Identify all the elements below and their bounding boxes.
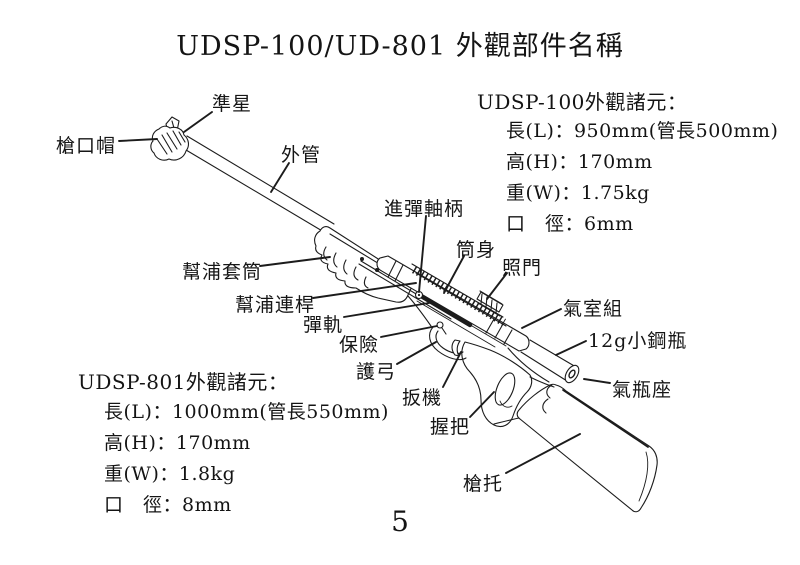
- label-loading-bolt-handle: 進彈軸柄: [384, 198, 465, 220]
- leader-pellet-rail: [343, 302, 430, 318]
- label-stock: 槍托: [463, 473, 504, 495]
- label-safety: 保險: [339, 334, 380, 356]
- leader-loading-bolt-handle: [418, 215, 427, 293]
- label-grip: 握把: [430, 416, 471, 438]
- leader-lines: [118, 111, 611, 474]
- leader-pump-sleeve: [259, 256, 331, 267]
- label-body-tube: 筒身: [456, 239, 497, 261]
- label-pump-sleeve: 幫浦套筒: [182, 261, 263, 283]
- leader-cylinder-seat: [583, 378, 611, 384]
- spec-line-height: 高(H)：170mm: [506, 151, 653, 173]
- spec-line-weight: 重(W)：1.75kg: [506, 182, 650, 204]
- leader-front-sight: [183, 111, 213, 133]
- spec-line-weight: 重(W)：1.8kg: [104, 463, 236, 485]
- label-trigger: 扳機: [402, 387, 443, 409]
- leader-muzzle-cap: [118, 138, 158, 142]
- muzzle-cap-drawing: [150, 116, 189, 161]
- spec-line-length: 長(L)：1000mm(管長550mm): [104, 401, 389, 423]
- label-co2-cylinder: 12g小鋼瓶: [588, 330, 688, 352]
- page-title: UDSP-100/UD-801 外觀部件名稱: [176, 31, 624, 62]
- label-cylinder-seat: 氣瓶座: [612, 379, 673, 401]
- pellet-rail-drawing: [415, 292, 507, 348]
- leader-air-chamber: [521, 308, 562, 329]
- leader-co2-cylinder: [555, 340, 587, 356]
- spec-title-udsp100: UDSP-100外觀諸元：: [477, 90, 688, 114]
- leader-stock: [505, 433, 581, 474]
- label-pellet-rail: 彈軌: [303, 314, 344, 336]
- label-muzzle-cap: 槍口帽: [56, 135, 117, 157]
- leader-pump-rod: [312, 282, 417, 299]
- leader-body-tube: [443, 255, 465, 294]
- outer-barrel-drawing: [180, 135, 335, 236]
- spec-title-udsp801: UDSP-801外觀諸元：: [78, 370, 289, 394]
- spec-line-caliber: 口 徑：6mm: [506, 213, 634, 235]
- rail-drawing: [411, 263, 507, 327]
- spec-line-caliber: 口 徑：8mm: [104, 494, 232, 516]
- leader-grip: [469, 391, 495, 418]
- safety-drawing: [436, 321, 447, 335]
- label-trigger-guard: 護弓: [356, 361, 397, 383]
- spec-block-udsp801: UDSP-801外觀諸元： 長(L)：1000mm(管長550mm) 高(H)：…: [78, 366, 388, 516]
- body-tube-drawing: [376, 255, 530, 352]
- rear-sight-drawing: [476, 290, 504, 317]
- stock-drawing: [516, 383, 658, 513]
- leader-trigger-guard: [396, 341, 437, 365]
- air-chamber-drawing: [507, 339, 580, 384]
- leader-outer-barrel: [270, 162, 290, 193]
- spec-line-length: 長(L)：950mm(管長500mm): [506, 120, 779, 142]
- label-outer-barrel: 外管: [281, 144, 322, 166]
- spec-block-udsp100: UDSP-100外觀諸元： 長(L)：950mm(管長500mm) 高(H)：1…: [477, 86, 778, 235]
- spec-line-height: 高(H)：170mm: [104, 432, 251, 454]
- label-pump-rod: 幫浦連桿: [235, 294, 316, 316]
- label-air-chamber: 氣室組: [563, 298, 624, 320]
- leader-trigger: [442, 351, 462, 388]
- leader-safety: [380, 325, 438, 338]
- grip-drawing: [461, 341, 555, 428]
- page-number: 5: [391, 505, 409, 538]
- label-rear-sight: 照門: [502, 257, 543, 279]
- leader-rear-sight: [486, 272, 508, 300]
- label-front-sight: 準星: [212, 93, 253, 115]
